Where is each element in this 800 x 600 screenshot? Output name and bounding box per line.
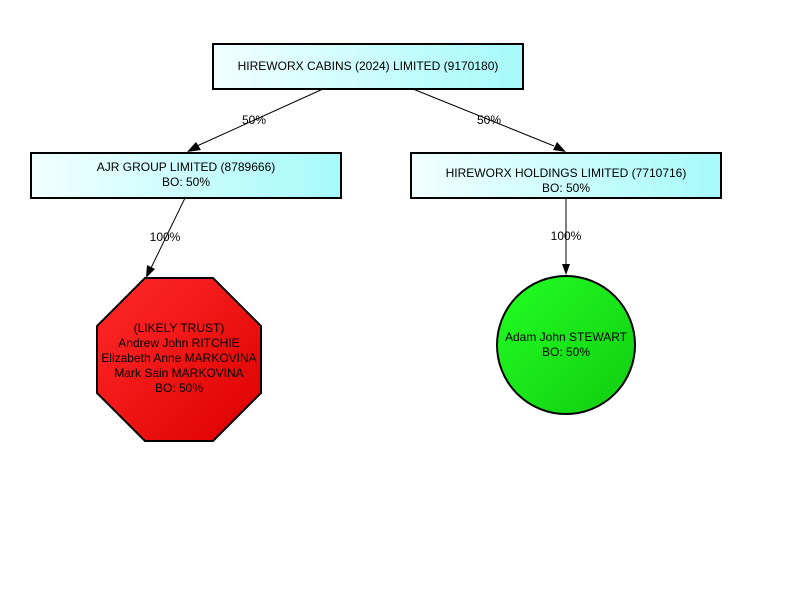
node-root-company[interactable]: HIREWORX CABINS (2024) LIMITED (9170180) bbox=[212, 43, 524, 90]
node-adam-stewart-name: Adam John STEWART bbox=[505, 330, 628, 344]
edge-holdings-to-stewart bbox=[562, 198, 570, 275]
node-ajr-group[interactable]: AJR GROUP LIMITED (8789666) BO: 50% bbox=[30, 152, 342, 199]
node-hireworx-holdings[interactable]: HIREWORX HOLDINGS LIMITED (7710716) BO: … bbox=[410, 152, 722, 199]
node-hireworx-holdings-name: HIREWORX HOLDINGS LIMITED (7710716) bbox=[446, 166, 687, 180]
edge-label-holdings-to-stewart: 100% bbox=[551, 229, 582, 243]
node-trust-line-2: Andrew John RITCHIE bbox=[118, 336, 239, 350]
node-ajr-group-name: AJR GROUP LIMITED (8789666) bbox=[97, 160, 276, 174]
node-adam-stewart[interactable]: Adam John STEWART BO: 50% bbox=[496, 275, 636, 415]
edge-root-to-holdings bbox=[412, 88, 566, 152]
node-trust-line-1: (LIKELY TRUST) bbox=[134, 321, 225, 335]
edge-label-root-to-holdings: 50% bbox=[477, 113, 501, 127]
node-hireworx-holdings-bo: BO: 50% bbox=[542, 181, 590, 195]
node-ajr-group-bo: BO: 50% bbox=[162, 175, 210, 189]
node-trust-line-5: BO: 50% bbox=[155, 381, 203, 395]
edge-ajr-to-trust bbox=[146, 197, 186, 278]
edge-label-root-to-ajr: 50% bbox=[242, 113, 266, 127]
node-trust-line-4: Mark Sain MARKOVINA bbox=[114, 366, 243, 380]
edge-label-ajr-to-trust: 100% bbox=[150, 230, 181, 244]
edge-root-to-ajr bbox=[187, 88, 324, 152]
node-adam-stewart-bo: BO: 50% bbox=[542, 345, 590, 359]
node-trust-line-3: Elizabeth Anne MARKOVINA bbox=[101, 351, 256, 365]
node-root-company-name: HIREWORX CABINS (2024) LIMITED (9170180) bbox=[238, 59, 499, 73]
node-likely-trust[interactable]: (LIKELY TRUST) Andrew John RITCHIE Eliza… bbox=[96, 277, 262, 442]
